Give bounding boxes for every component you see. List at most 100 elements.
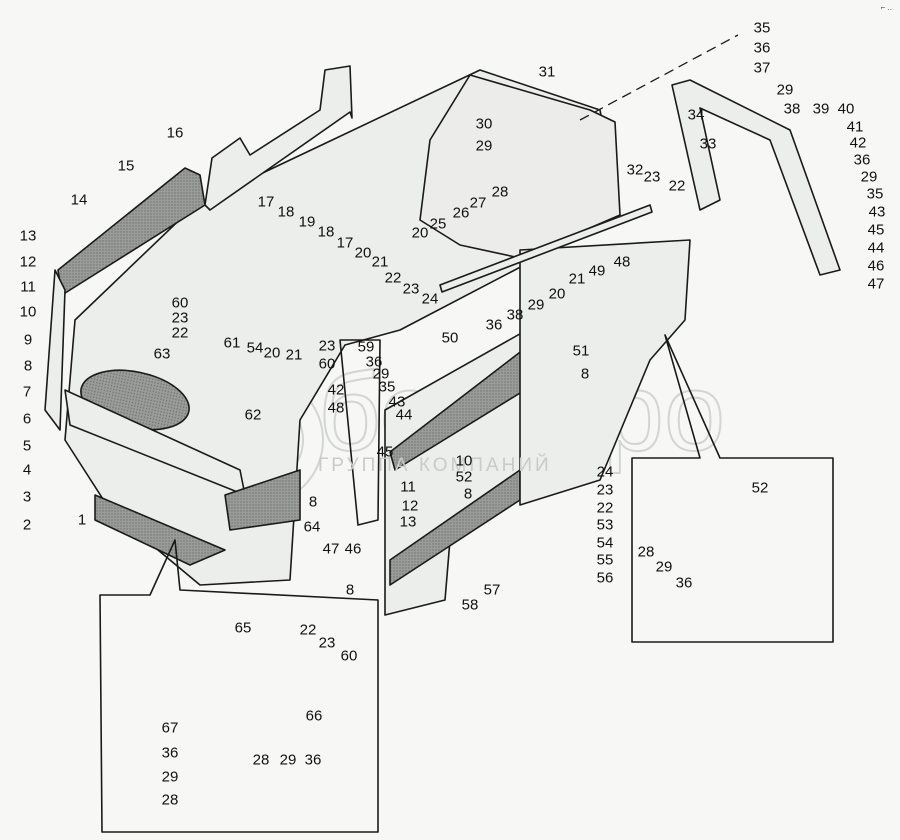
callout-57: 57 [483,581,501,599]
callout-66: 66 [305,707,323,725]
callout-11: 11 [400,478,416,496]
callout-12: 12 [401,497,419,515]
callout-55: 55 [596,551,614,569]
callout-23: 23 [643,168,661,186]
callout-29: 29 [527,296,545,314]
callout-29: 29 [776,81,794,99]
callout-3: 3 [22,488,32,506]
callout-11: 11 [20,278,36,296]
rear-support-frame [671,79,841,276]
callout-17: 17 [336,234,354,252]
callout-28: 28 [161,791,179,809]
callout-28: 28 [491,183,509,201]
lower-grille [94,494,226,566]
callout-60: 60 [171,294,189,312]
callout-8: 8 [23,357,33,375]
callout-41: 41 [846,118,864,136]
callout-13: 13 [19,227,37,245]
callout-45: 45 [376,443,394,461]
callout-8: 8 [463,485,473,503]
callout-9: 9 [23,331,33,349]
callout-60: 60 [340,647,358,665]
callout-28: 28 [252,751,270,769]
callout-36: 36 [161,744,179,762]
callout-52: 52 [751,479,769,497]
callout-36: 36 [304,751,322,769]
corner-mark: ⌐ .. [880,3,892,12]
callout-8: 8 [308,493,318,511]
rear-top-panel [204,65,353,211]
callout-10: 10 [455,452,473,470]
callout-48: 48 [613,253,631,271]
callout-27: 27 [469,194,487,212]
callout-36: 36 [365,353,383,371]
callout-2: 2 [22,516,32,534]
callout-58: 58 [461,596,479,614]
callout-52: 52 [455,468,473,486]
callout-43: 43 [388,393,406,411]
stay-rod [439,204,653,293]
callout-61: 61 [223,334,241,352]
support-post [339,339,381,526]
callout-36: 36 [853,151,871,169]
callout-7: 7 [22,383,32,401]
callout-5: 5 [22,437,32,455]
callout-23: 23 [318,634,336,652]
callout-29: 29 [860,168,878,186]
callout-67: 67 [161,719,179,737]
callout-26: 26 [452,204,470,222]
callout-44: 44 [395,406,413,424]
assembly-dashed-line [579,34,739,121]
callout-59: 59 [357,338,375,356]
callout-13: 13 [399,513,417,531]
callout-22: 22 [299,621,317,639]
callout-22: 22 [668,177,686,195]
callout-20: 20 [263,344,281,362]
latch-inset-frame [631,334,834,643]
callout-51: 51 [572,342,590,360]
callout-29: 29 [475,137,493,155]
watermark-subtitle: ГРУППА КОМПАНИЙ [318,455,552,476]
rear-side-panel [519,239,691,506]
callout-50: 50 [441,329,459,347]
callout-45: 45 [867,221,885,239]
callout-35: 35 [866,185,884,203]
callout-38: 38 [506,306,524,324]
callout-21: 21 [568,270,586,288]
callout-47: 47 [867,275,885,293]
callout-25: 25 [429,215,447,233]
callout-46: 46 [867,257,885,275]
callout-18: 18 [277,203,295,221]
callout-8: 8 [580,365,590,383]
callout-12: 12 [19,253,37,271]
callout-24: 24 [421,290,439,308]
callout-18: 18 [317,223,335,241]
callout-30: 30 [475,115,493,133]
callout-10: 10 [19,303,37,321]
callout-47: 47 [322,540,340,558]
callout-65: 65 [234,619,252,637]
callout-23: 23 [596,481,614,499]
callout-38: 38 [783,100,801,118]
callout-24: 24 [596,463,614,481]
callout-49: 49 [588,262,606,280]
callout-63: 63 [153,345,171,363]
callout-28: 28 [637,543,655,561]
callout-29: 29 [655,558,673,576]
callout-17: 17 [257,193,275,211]
callout-1: 1 [77,511,87,529]
callout-37: 37 [753,59,771,77]
callout-36: 36 [753,39,771,57]
callout-22: 22 [171,324,189,342]
callout-29: 29 [279,751,297,769]
callout-62: 62 [244,406,262,424]
callout-33: 33 [699,135,717,153]
callout-35: 35 [378,378,396,396]
callout-34: 34 [687,106,705,124]
callout-54: 54 [596,534,614,552]
callout-54: 54 [246,339,264,357]
callout-35: 35 [753,19,771,37]
callout-4: 4 [22,461,32,479]
callout-23: 23 [318,337,336,355]
